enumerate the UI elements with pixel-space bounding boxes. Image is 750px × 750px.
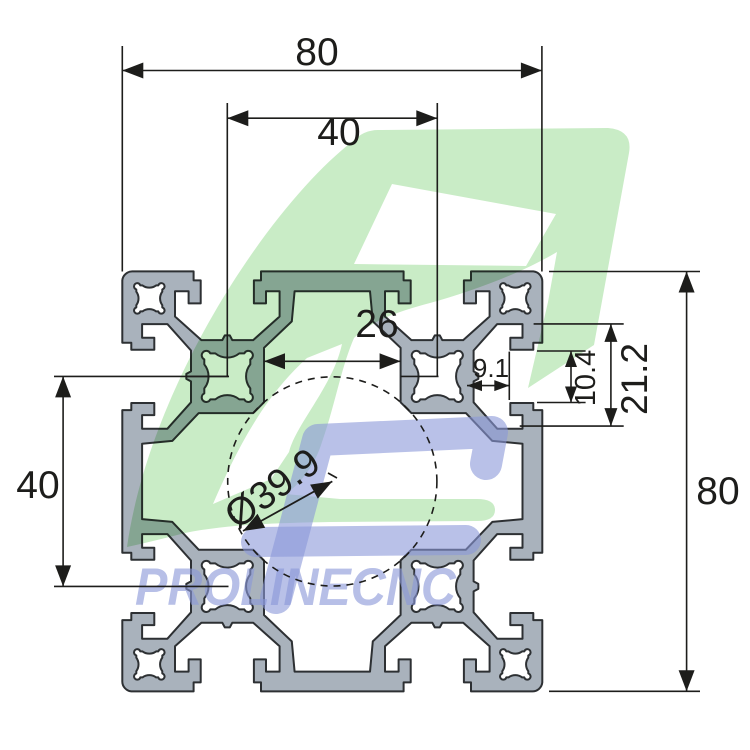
svg-text:26: 26 [355, 303, 398, 346]
svg-text:21.2: 21.2 [614, 343, 655, 415]
svg-text:10.4: 10.4 [570, 350, 602, 406]
svg-text:9.1: 9.1 [473, 353, 509, 383]
svg-text:40: 40 [317, 111, 360, 154]
svg-text:PROLINECNC: PROLINECNC [135, 558, 457, 617]
svg-text:80: 80 [295, 31, 338, 74]
svg-text:80: 80 [696, 470, 739, 513]
svg-text:40: 40 [16, 464, 59, 507]
